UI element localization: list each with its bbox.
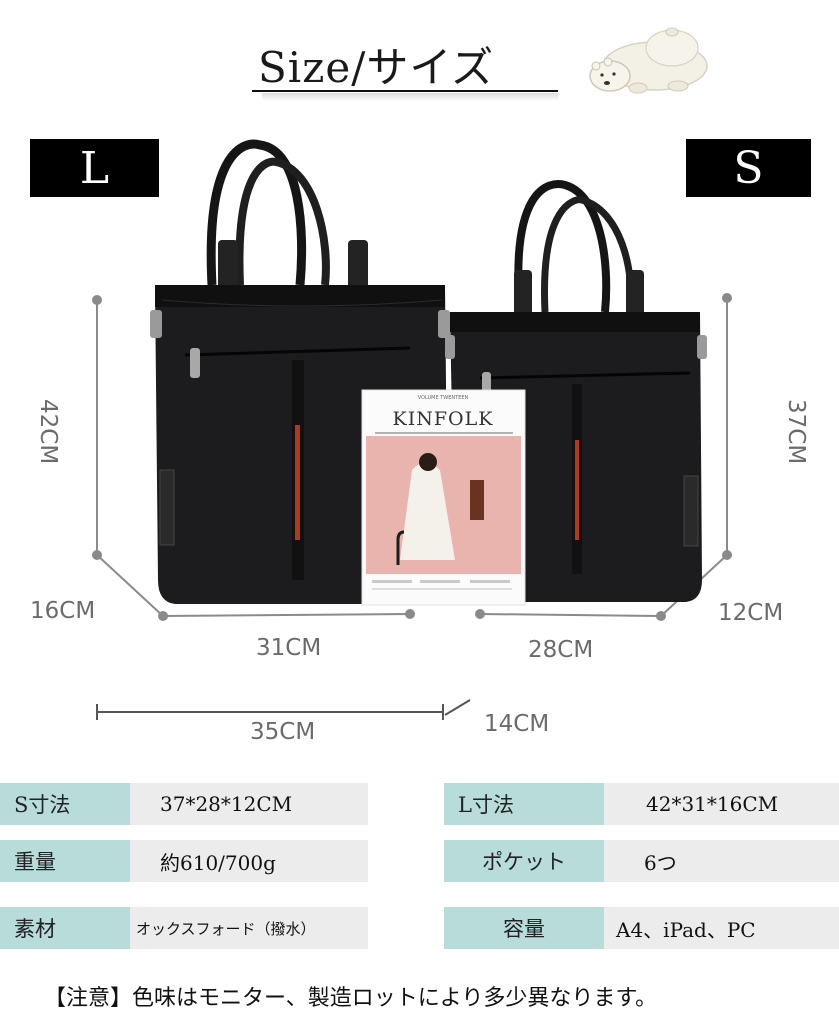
product-illustration: VOLUME TWENTEEN KINFOLK: [92, 139, 732, 720]
polar-bear-icon: [589, 27, 708, 94]
spec-value-s-size: 37*28*12CM: [130, 783, 368, 825]
page-title: Size/サイズ: [258, 43, 495, 92]
bottom-depth-label: 14CM: [484, 711, 550, 737]
s-height-label: 37CM: [783, 399, 809, 465]
bottom-width-label: 35CM: [250, 719, 316, 745]
spec-label-material: 素材: [0, 907, 130, 949]
size-label-l: L: [30, 139, 159, 197]
dimension-lines-l: [92, 295, 415, 621]
l-width-label: 31CM: [256, 635, 322, 661]
spec-label-s-size: S寸法: [0, 783, 130, 825]
magazine-title: KINFOLK: [393, 408, 494, 430]
l-depth-label: 16CM: [30, 598, 96, 624]
dimension-lines-bottom: [96, 699, 471, 720]
s-width-label: 28CM: [528, 637, 594, 663]
title-shadow: [262, 93, 558, 101]
s-depth-label: 12CM: [718, 600, 784, 626]
spec-value-pockets: 6つ: [604, 840, 839, 882]
spec-value-l-size: 42*31*16CM: [604, 783, 839, 825]
disclaimer-note: 【注意】色味はモニター、製造ロットにより多少異なります。: [44, 986, 658, 1011]
spec-label-l-size: L寸法: [444, 783, 604, 825]
magazine-header: VOLUME TWENTEEN: [418, 395, 469, 401]
title-underline: [252, 90, 558, 92]
spec-value-material: オックスフォード（撥水）: [130, 907, 368, 949]
l-height-label: 42CM: [35, 399, 61, 465]
spec-label-capacity: 容量: [444, 907, 604, 949]
spec-value-capacity: A4、iPad、PC: [604, 907, 839, 949]
spec-label-pockets: ポケット: [444, 840, 604, 882]
magazine: [361, 389, 526, 606]
size-label-s: S: [686, 139, 811, 197]
spec-value-weight: 約610/700g: [130, 840, 368, 882]
spec-label-weight: 重量: [0, 840, 130, 882]
